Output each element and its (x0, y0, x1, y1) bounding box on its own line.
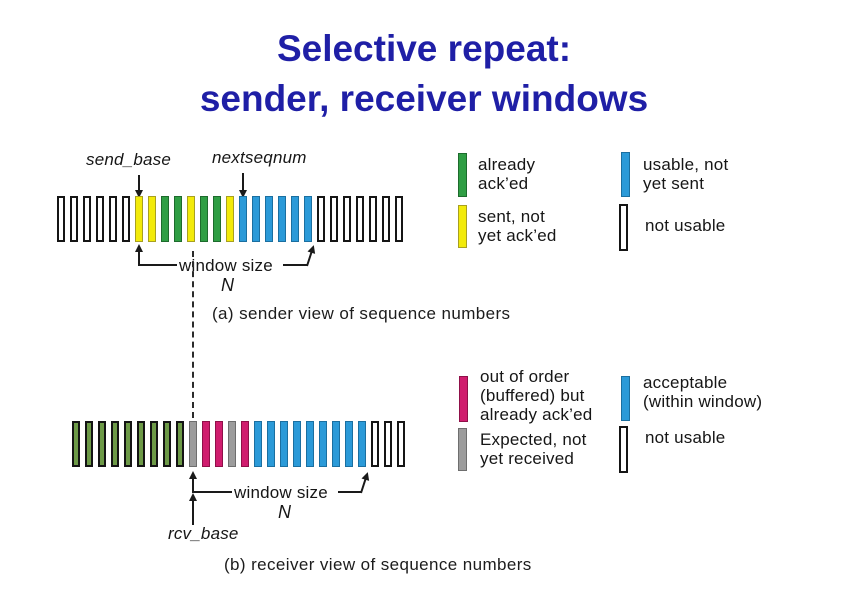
legend-receiver-blue-label: acceptable (within window) (643, 373, 763, 411)
seq-slot-olive (85, 421, 93, 467)
seq-slot-olive (111, 421, 119, 467)
seq-slot-olive (150, 421, 158, 467)
receiver-window-size-label: window size (234, 483, 328, 502)
receiver-sequence-row (72, 421, 405, 467)
seq-slot-white (317, 196, 325, 242)
seq-slot-white (356, 196, 364, 242)
seq-slot-blue (278, 196, 286, 242)
seq-slot-white (397, 421, 405, 467)
legend-receiver-blue-swatch (621, 376, 630, 421)
sender-window-line-right (283, 264, 307, 266)
send-base-arrow-icon (135, 175, 143, 198)
legend-receiver-white-swatch (619, 426, 628, 473)
seq-slot-blue (345, 421, 353, 467)
legend-sender-white-label: not usable (645, 216, 726, 235)
seq-slot-white (371, 421, 379, 467)
nextseqnum-arrow-icon (239, 173, 247, 198)
seq-slot-white (330, 196, 338, 242)
legend-receiver-gray-swatch (458, 428, 467, 471)
legend-sender-yellow-swatch (458, 205, 467, 248)
sender-window-arrow-left-icon (135, 244, 143, 266)
legend-sender-yellow-label: sent, not yet ack’ed (478, 207, 557, 245)
slide-title: Selective repeat: sender, receiver windo… (0, 24, 848, 124)
seq-slot-yellow (226, 196, 234, 242)
slide-title-line2: sender, receiver windows (199, 78, 649, 119)
base-connector-dashed-line (192, 251, 194, 418)
sender-window-arrow-right-icon (306, 251, 313, 267)
seq-slot-yellow (135, 196, 143, 242)
seq-slot-blue (280, 421, 288, 467)
receiver-window-arrow-left-icon (189, 471, 197, 493)
seq-slot-blue (239, 196, 247, 242)
seq-slot-blue (332, 421, 340, 467)
rcv-base-arrow-icon (189, 493, 197, 525)
receiver-caption: (b) receiver view of sequence numbers (224, 555, 532, 574)
seq-slot-yellow (148, 196, 156, 242)
seq-slot-pink (202, 421, 210, 467)
seq-slot-blue (293, 421, 301, 467)
seq-slot-olive (163, 421, 171, 467)
legend-sender-green-label: already ack’ed (478, 155, 536, 193)
seq-slot-white (70, 196, 78, 242)
seq-slot-olive (98, 421, 106, 467)
seq-slot-olive (176, 421, 184, 467)
receiver-window-line-left (194, 491, 232, 493)
receiver-window-arrow-right-icon (360, 478, 367, 494)
seq-slot-white (96, 196, 104, 242)
legend-sender-blue-label: usable, not yet sent (643, 155, 729, 193)
seq-slot-green (213, 196, 221, 242)
rcv-base-label: rcv_base (168, 524, 239, 543)
nextseqnum-label: nextseqnum (212, 148, 307, 167)
seq-slot-blue (254, 421, 262, 467)
seq-slot-white (395, 196, 403, 242)
seq-slot-olive (72, 421, 80, 467)
seq-slot-pink (241, 421, 249, 467)
seq-slot-gray (228, 421, 236, 467)
receiver-window-n-label: N (278, 502, 292, 522)
legend-sender-green-swatch (458, 153, 467, 197)
legend-sender-blue-swatch (621, 152, 630, 197)
seq-slot-green (200, 196, 208, 242)
seq-slot-white (83, 196, 91, 242)
seq-slot-blue (319, 421, 327, 467)
seq-slot-blue (358, 421, 366, 467)
seq-slot-olive (137, 421, 145, 467)
seq-slot-blue (252, 196, 260, 242)
legend-receiver-pink-swatch (459, 376, 468, 422)
seq-slot-yellow (187, 196, 195, 242)
send-base-label: send_base (86, 150, 171, 169)
legend-receiver-gray-label: Expected, not yet received (480, 430, 587, 468)
seq-slot-white (109, 196, 117, 242)
seq-slot-pink (215, 421, 223, 467)
seq-slot-white (369, 196, 377, 242)
seq-slot-blue (306, 421, 314, 467)
seq-slot-white (57, 196, 65, 242)
seq-slot-white (382, 196, 390, 242)
seq-slot-olive (124, 421, 132, 467)
seq-slot-blue (291, 196, 299, 242)
seq-slot-gray (189, 421, 197, 467)
sender-sequence-row (57, 196, 403, 242)
sender-window-n-label: N (221, 275, 235, 295)
receiver-window-line-right (338, 491, 361, 493)
seq-slot-green (174, 196, 182, 242)
seq-slot-blue (265, 196, 273, 242)
slide-title-line1: Selective repeat: (276, 28, 572, 69)
seq-slot-white (122, 196, 130, 242)
seq-slot-blue (304, 196, 312, 242)
seq-slot-blue (267, 421, 275, 467)
sender-caption: (a) sender view of sequence numbers (212, 304, 511, 323)
seq-slot-white (384, 421, 392, 467)
seq-slot-green (161, 196, 169, 242)
legend-sender-white-swatch (619, 204, 628, 251)
legend-receiver-white-label: not usable (645, 428, 726, 447)
sender-window-line-left (140, 264, 177, 266)
legend-receiver-pink-label: out of order (buffered) but already ack’… (480, 367, 593, 424)
seq-slot-white (343, 196, 351, 242)
